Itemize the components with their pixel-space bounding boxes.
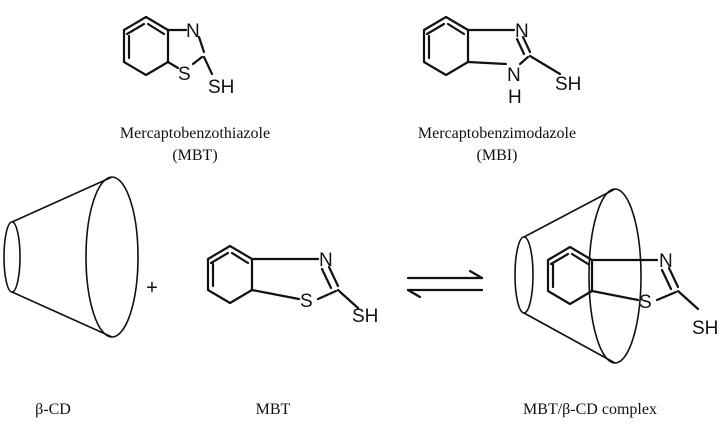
mbt-bond-c2-sh: [202, 55, 214, 76]
mbt-guest-structure: N S SH: [206, 244, 378, 327]
cd-wide-rim: [85, 176, 139, 338]
mbi-bond-c2-sh: [528, 54, 562, 76]
mbi-structure: N N H SH: [422, 15, 581, 108]
mbt-nitrogen-atom: N: [186, 21, 200, 42]
complex-aromatic-bond: [570, 252, 590, 266]
mbt-bond-n-c2: [327, 265, 340, 288]
mbi-thiol-group: SH: [555, 74, 581, 95]
equilibrium-arrows: [406, 269, 484, 299]
mbt-benzene-ring: [206, 244, 254, 305]
mbt-abbr-caption: (MBT): [172, 147, 217, 164]
complex-nitrogen-atom: N: [659, 251, 673, 272]
plus-sign: +: [146, 277, 158, 299]
mbt-aromatic-bond: [146, 22, 166, 36]
mbi-nitrogen-atom: N: [515, 21, 529, 42]
reverse-arrow-head: [406, 288, 422, 299]
mbt-bond-s-c: [250, 288, 301, 301]
mbt-bond-c2-sh: [336, 288, 360, 310]
mbi-bond-nh-c: [466, 60, 508, 66]
complex-bond-s-c: [590, 289, 640, 302]
cd-bottom-edge: [11, 291, 113, 338]
mbi-aromatic-bond: [425, 22, 446, 36]
mbt-bond-c2-s: [191, 55, 204, 66]
mbt-sulfur-atom: S: [300, 291, 313, 312]
mbt-aromatic-bond: [230, 251, 250, 265]
complex-cd-bottom-edge: [523, 312, 616, 364]
mbt-aromatic-bond: [125, 22, 146, 36]
complex-cd-wide-rim: [588, 188, 642, 364]
mbt-bond-n-c2: [197, 35, 206, 54]
mbi-hydrogen-atom: H: [508, 87, 522, 108]
mbt-label: MBT: [256, 401, 291, 418]
complex-aromatic-bond: [549, 252, 570, 266]
mbi-benzene-ring: [422, 15, 470, 77]
complex-benzene-ring: [546, 245, 594, 306]
complex-bond-c2-s: [655, 290, 678, 302]
complex-structure: N S SH: [514, 188, 718, 364]
complex-double-bond: [660, 268, 673, 291]
forward-arrow-head: [468, 269, 484, 280]
complex-thiol-group: SH: [692, 318, 718, 339]
beta-cd-cone: [3, 176, 139, 338]
complex-label: MBT/β-CD complex: [523, 401, 657, 418]
mbt-thiol-group: SH: [352, 306, 378, 327]
complex-sulfur-atom: S: [639, 292, 652, 313]
complex-bond-c2-sh: [676, 289, 700, 311]
mbi-bond-c2-nh: [518, 55, 530, 66]
complex-cd-narrow-rim: [514, 236, 534, 314]
mbt-double-bond: [320, 267, 333, 290]
mbt-aromatic-bond: [209, 251, 230, 265]
mbi-bond-n-c2: [521, 35, 532, 54]
mbt-nitrogen-atom: N: [319, 250, 333, 271]
mbt-name-caption: Mercaptobenzothiazole: [120, 125, 270, 142]
mbt-sulfur-atom: S: [178, 64, 191, 85]
complex-cd-top-edge: [523, 188, 616, 238]
beta-cd-label: β-CD: [35, 401, 71, 418]
mbi-aromatic-bond: [446, 22, 466, 36]
complex-bond-n-c2: [667, 266, 680, 289]
mbt-bond-s-c: [166, 60, 180, 70]
mbi-abbr-caption: (MBI): [477, 147, 518, 164]
cd-top-edge: [11, 176, 113, 223]
mbi-nitrogen-atom-nh: N: [507, 65, 521, 86]
cd-narrow-rim: [3, 221, 21, 293]
mbt-thiol-group: SH: [208, 77, 234, 98]
mbi-double-bond: [515, 37, 526, 56]
mbt-benzene-ring: [122, 15, 170, 77]
mbi-name-caption: Mercaptobenzimodazole: [418, 125, 576, 142]
mbt-bond-c2-s: [316, 289, 338, 301]
mbt-structure: N S SH: [122, 15, 234, 98]
